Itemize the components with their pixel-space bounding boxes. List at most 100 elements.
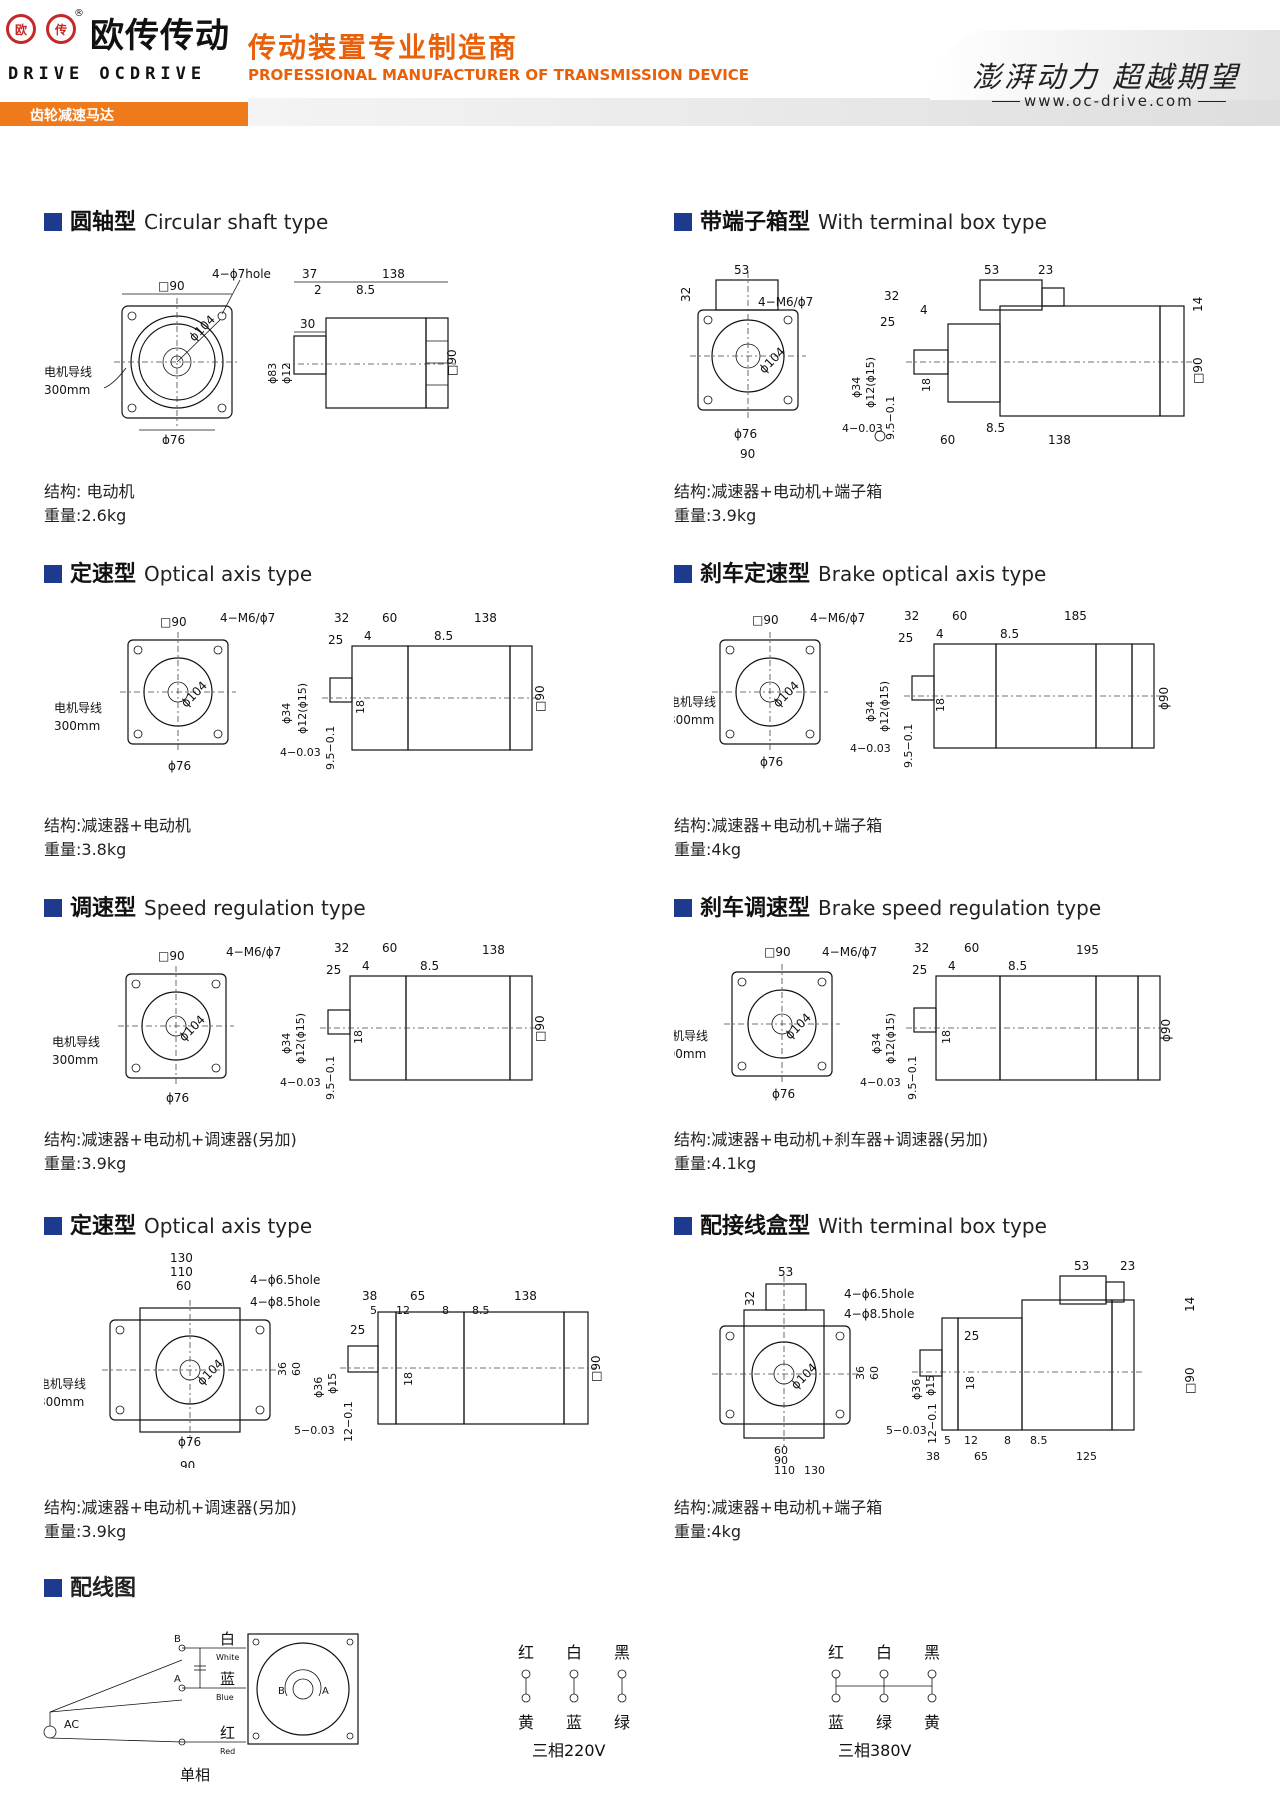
dim-w60: 60 (176, 1279, 191, 1293)
lead-length-label: 300mm (44, 1395, 84, 1409)
dim-d5: 8.5 (434, 629, 453, 643)
drawing-terminal-box: 53 32 4−M6/ϕ7 ϕ104 ϕ76 90 53 23 14 32 25… (679, 263, 1205, 461)
structure-value: 减速器+电动机 (81, 816, 191, 835)
weight-label: 重量: (674, 506, 712, 525)
logo-badge-icon: 传 (46, 14, 76, 44)
weight-value: 3.8kg (81, 840, 127, 859)
dim-pilot: ϕ76 (166, 1091, 189, 1105)
structure-value: 减速器+电动机+端子箱 (711, 816, 883, 835)
wiring-title-text: 配线图 (70, 1576, 137, 1601)
dim-shaft: ϕ12(ϕ15) (884, 1013, 897, 1064)
dim-w60: 60 (774, 1444, 788, 1457)
dim-flange: ϕ83 (266, 363, 279, 384)
dim-d3: 8.5 (356, 283, 375, 297)
website-link[interactable]: www.oc-drive.com (988, 92, 1230, 110)
bullet-square-icon (674, 565, 692, 583)
dim-holes2: 4−ϕ8.5hole (250, 1295, 320, 1309)
dim-d8: 8 (1004, 1434, 1011, 1447)
dim-holes: 4−M6/ϕ7 (810, 611, 865, 625)
dim-tbox: 53 (984, 263, 999, 277)
dim-holes: 4−M6/ϕ7 (758, 295, 813, 309)
wire-top-3: 黑 (924, 1643, 940, 1662)
drawing-brake-speed-regulation: □90 4−M6/ϕ7 ϕ104 ϕ76 电机导线 300mm 32 60 19… (674, 941, 1173, 1101)
dim-d1: 37 (302, 267, 317, 281)
node-b-label: B (174, 1634, 181, 1645)
wire-top-1: 红 (828, 1643, 844, 1662)
wire-top-1: 红 (518, 1643, 534, 1662)
logo-text-cn: 欧传传动 (90, 16, 230, 56)
structure-value: 减速器+电动机+端子箱 (711, 1498, 883, 1517)
dim-h36: 36 (276, 1362, 289, 1376)
dim-square: □90 (764, 945, 791, 959)
product-info: 结构:减速器+电动机+调速器(另加) 重量:3.9kg (44, 1496, 297, 1544)
dim-len: 125 (1076, 1450, 1097, 1463)
dim-keyw: 4−0.03 (280, 1076, 321, 1089)
drawing-optical-axis-2: 130 110 60 4−ϕ6.5hole 4−ϕ8.5hole ϕ104 ϕ7… (44, 1251, 603, 1468)
dim-h: □90 (533, 1015, 547, 1042)
structure-label: 结构: (44, 1130, 82, 1149)
dim-len: 138 (382, 267, 405, 281)
dim-shaft-len: 30 (300, 317, 315, 331)
dim-len: 138 (1048, 433, 1071, 447)
dim-holes1: 4−ϕ6.5hole (844, 1287, 914, 1301)
product-info: 结构:减速器+电动机+端子箱 重量:4kg (674, 1496, 882, 1544)
dim-keyh: 9.5−0.1 (324, 1056, 337, 1100)
dim-d1: 32 (334, 611, 349, 625)
title-en: Optical axis type (144, 1214, 313, 1238)
dim-d12: 12 (396, 1304, 410, 1317)
dim-keyw: 4−0.03 (842, 422, 883, 435)
logo-text-en: DRIVE OCDRIVE (8, 64, 207, 84)
company-title-en: PROFESSIONAL MANUFACTURER OF TRANSMISSIO… (248, 66, 750, 84)
drawing-brake-optical: □90 4−M6/ϕ7 ϕ104 ϕ76 电机导线 300mm 32 60 18… (674, 609, 1171, 769)
dim-d85: 8.5 (1030, 1434, 1048, 1447)
dim-h: □90 (533, 685, 547, 712)
product-info: 结构:减速器+电动机 重量:3.8kg (44, 814, 191, 862)
lead-length-label: 300mm (44, 383, 90, 397)
dim-height: □90 (445, 349, 459, 376)
dim-key: 18 (354, 700, 367, 714)
dim-hub: ϕ34 (864, 701, 877, 722)
dim-keyh: 9.5−0.1 (324, 726, 337, 770)
bullet-square-icon (674, 213, 692, 231)
dim-key: 18 (940, 1030, 953, 1044)
wire-bottom-2: 绿 (876, 1713, 892, 1732)
dim-square: □90 (160, 615, 187, 629)
motor-lead-label: 电机导线 (44, 365, 92, 379)
category-tab[interactable]: 齿轮减速马达 (0, 102, 248, 126)
white-wire-label: 白 (220, 1630, 235, 1648)
dim-bottom: 90 (180, 1459, 195, 1468)
dim-square: □90 (752, 613, 779, 627)
dim-d2: 60 (952, 609, 967, 623)
red-wire-label-en: Red (220, 1747, 235, 1756)
dim-d3: 25 (328, 633, 343, 647)
company-title-cn: 传动装置专业制造商 (248, 31, 519, 64)
dim-key: 18 (920, 378, 933, 392)
dim-h60: 60 (290, 1362, 303, 1376)
dim-keyw: 4−0.03 (850, 742, 891, 755)
structure-value: 减速器+电动机+刹车器+调速器(另加) (711, 1130, 989, 1149)
dim-pcd: ϕ104 (186, 312, 218, 344)
title-en: With terminal box type (818, 210, 1047, 234)
dim-keyh: 12−0.1 (926, 1403, 939, 1444)
dim-w90: 90 (774, 1454, 788, 1467)
structure-label: 结构: (44, 482, 82, 501)
product-info: 结构:减速器+电动机+端子箱 重量:3.9kg (674, 480, 882, 528)
weight-value: 2.6kg (81, 506, 127, 525)
dim-d3: 25 (326, 963, 341, 977)
dim-d38: 38 (926, 1450, 940, 1463)
dim-d4: 4 (936, 627, 944, 641)
bullet-square-icon (44, 565, 62, 583)
dim-g60: 60 (940, 433, 955, 447)
dim-pilot: ϕ76 (734, 427, 757, 441)
single-phase-caption: 单相 (180, 1766, 210, 1784)
dim-h60: 60 (868, 1366, 881, 1380)
dim-shaft: ϕ12(ϕ15) (878, 681, 891, 732)
weight-label: 重量: (44, 506, 82, 525)
dim-shaft: ϕ15 (326, 1373, 339, 1394)
dim-hub: ϕ36 (910, 1379, 923, 1400)
dim-g85: 8.5 (986, 421, 1005, 435)
